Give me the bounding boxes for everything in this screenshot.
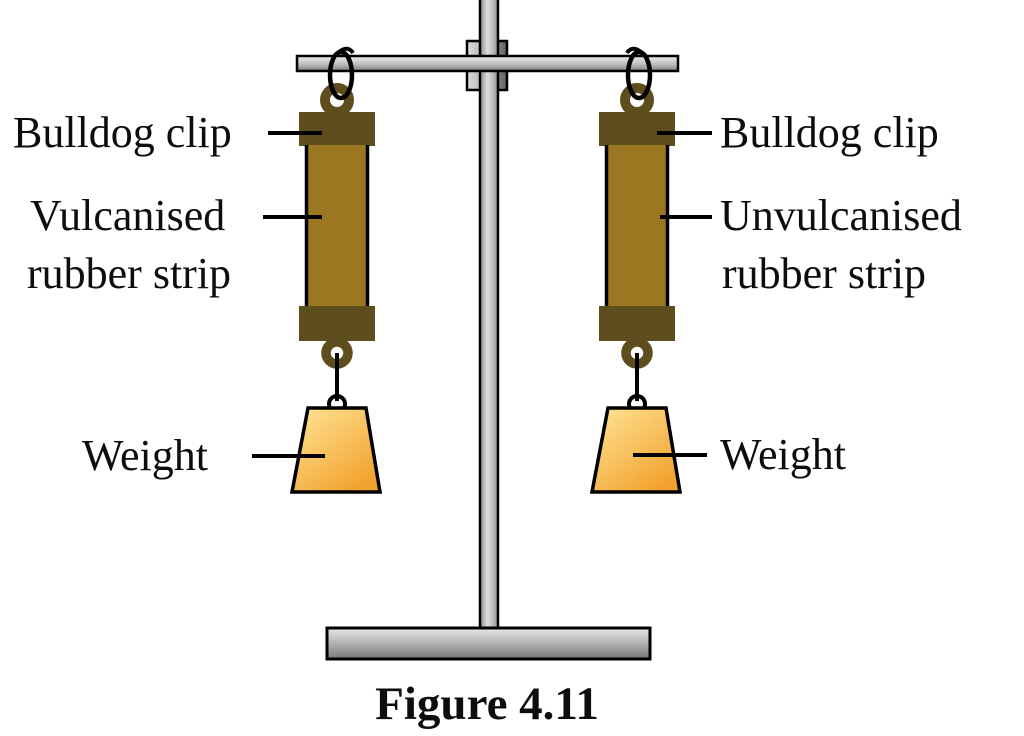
figure-caption: Figure 4.11 xyxy=(375,678,599,730)
stand-pole xyxy=(478,0,500,633)
right-bulldog-clip-label: Bulldog clip xyxy=(720,108,939,157)
crossbar xyxy=(295,54,680,73)
stand-base xyxy=(325,626,652,661)
right-bulldog-clip-bottom xyxy=(599,306,675,341)
right-hook-tip xyxy=(625,46,643,55)
right-rubber-strip xyxy=(605,145,669,307)
annotations: Bulldog clip Vulcanised rubber strip Wei… xyxy=(13,108,962,480)
left-rubber-strip xyxy=(305,145,369,307)
left-strip-label-line1: Vulcanised xyxy=(30,191,225,240)
left-weight-label: Weight xyxy=(82,431,208,480)
left-hook-tip xyxy=(337,46,355,55)
right-weight-label: Weight xyxy=(720,430,846,479)
right-strip-label-line2: rubber strip xyxy=(722,249,926,298)
right-assembly xyxy=(589,46,683,494)
left-top-clip-ring xyxy=(320,83,354,117)
left-strip-label-line2: rubber strip xyxy=(27,249,231,298)
left-bulldog-clip-label: Bulldog clip xyxy=(13,108,232,157)
left-bulldog-clip-bottom xyxy=(299,306,375,341)
right-strip-label-line1: Unvulcanised xyxy=(720,191,962,240)
retort-stand xyxy=(295,0,680,661)
left-assembly xyxy=(289,46,383,494)
left-weight xyxy=(289,406,383,494)
left-bulldog-clip-top xyxy=(299,112,375,146)
right-bulldog-clip-top xyxy=(599,112,675,146)
leader-lines xyxy=(252,131,712,458)
right-weight xyxy=(589,406,683,494)
